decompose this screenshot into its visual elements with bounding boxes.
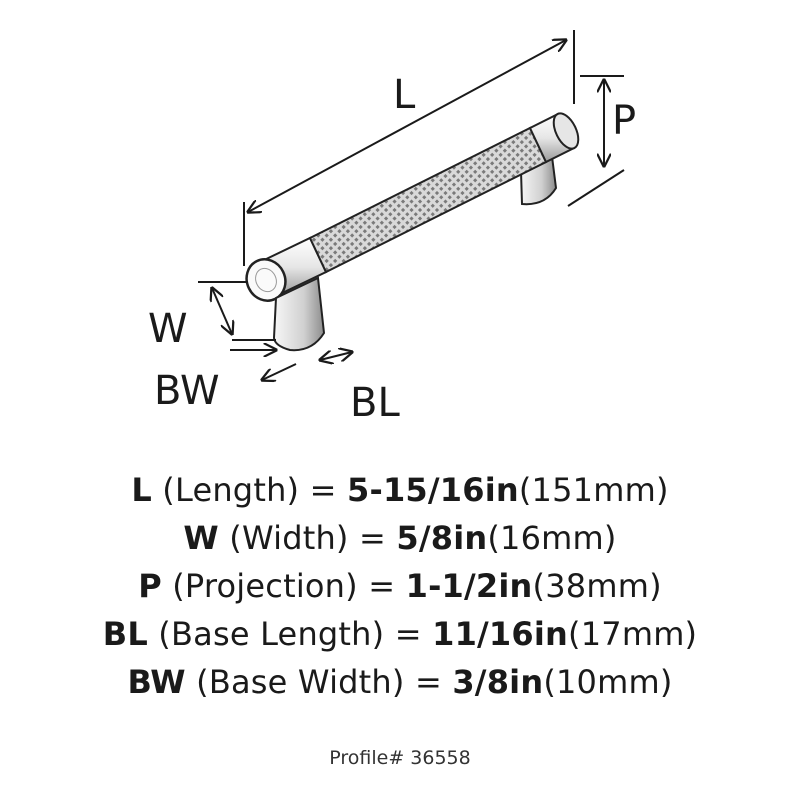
spec-value-mm: (38mm) [532, 567, 662, 605]
label-W: W [148, 306, 188, 352]
base-length-arrow [320, 352, 352, 360]
spec-value-in: 1-1/2in [405, 567, 533, 605]
spec-value-in: 11/16in [432, 615, 569, 653]
spec-value-mm: (17mm) [568, 615, 698, 653]
spec-abbr: L [131, 471, 152, 509]
spec-name: (Base Width) = [185, 663, 453, 701]
dimension-arrows [212, 40, 604, 380]
label-BW: BW [154, 368, 220, 414]
width-arrow [212, 288, 232, 334]
handle-dimension-diagram: L P W BW BL [148, 30, 636, 426]
spec-name: (Projection) = [161, 567, 406, 605]
spec-row-base-width: BW (Base Width) = 3/8in(10mm) [0, 658, 800, 706]
label-P: P [612, 98, 636, 144]
spec-value-in: 3/8in [452, 663, 544, 701]
handle-bar [245, 112, 580, 302]
spec-value-mm: (10mm) [543, 663, 673, 701]
label-L: L [393, 72, 416, 118]
spec-abbr: P [138, 567, 162, 605]
specification-list: L (Length) = 5-15/16in(151mm) W (Width) … [0, 466, 800, 706]
spec-name: (Base Length) = [147, 615, 433, 653]
extension-lines [198, 30, 625, 341]
profile-number: Profile# 36558 [329, 747, 471, 769]
spec-abbr: W [183, 519, 219, 557]
spec-row-length: L (Length) = 5-15/16in(151mm) [0, 466, 800, 514]
spec-value-in: 5-15/16in [347, 471, 519, 509]
left-post [272, 276, 326, 352]
spec-value-mm: (16mm) [487, 519, 617, 557]
spec-value-mm: (151mm) [518, 471, 669, 509]
base-width-arrow-2 [262, 363, 297, 380]
spec-abbr: BW [127, 663, 186, 701]
spec-abbr: BL [102, 615, 148, 653]
spec-name: (Length) = [151, 471, 347, 509]
length-arrow [248, 40, 566, 212]
label-BL: BL [350, 380, 400, 426]
spec-row-projection: P (Projection) = 1-1/2in(38mm) [0, 562, 800, 610]
spec-row-base-length: BL (Base Length) = 11/16in(17mm) [0, 610, 800, 658]
spec-name: (Width) = [218, 519, 397, 557]
spec-value-in: 5/8in [396, 519, 488, 557]
spec-row-width: W (Width) = 5/8in(16mm) [0, 514, 800, 562]
